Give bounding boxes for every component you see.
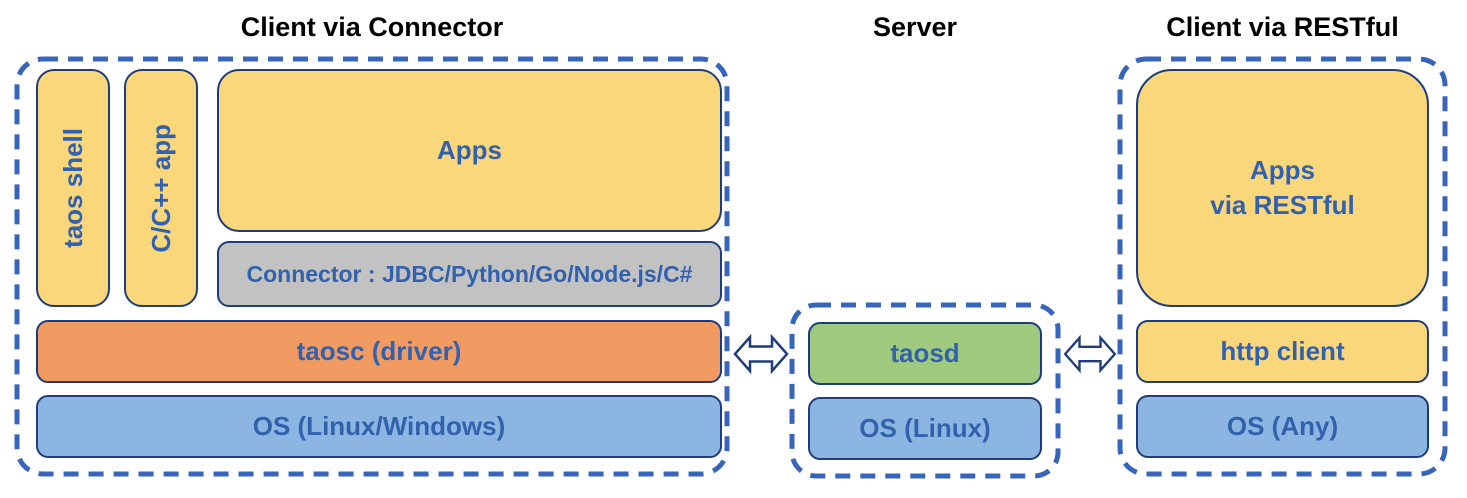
- box-http-client: http client: [1136, 320, 1429, 383]
- box-cpp-app-label: C/C++ app: [145, 123, 176, 253]
- box-apps: Apps: [217, 69, 722, 232]
- box-connector-label: Connector : JDBC/Python/Go/Node.js/C#: [246, 260, 693, 287]
- box-os-any-label: OS (Any): [1226, 411, 1339, 441]
- box-taosc-driver-label: taosc (driver): [296, 336, 462, 366]
- bidirectional-arrow-icon: [1063, 334, 1117, 374]
- box-apps-via-restful-label: Apps via RESTful: [1210, 154, 1355, 220]
- box-os-linux-label: OS (Linux): [859, 413, 991, 443]
- box-taosd-label: taosd: [890, 338, 960, 368]
- box-taos-shell: taos shell: [36, 69, 110, 307]
- box-os-linux: OS (Linux): [808, 397, 1042, 460]
- box-taos-shell-label: taos shell: [57, 128, 88, 248]
- client-restful-boundary: [1117, 56, 1448, 477]
- bidirectional-arrow-icon: [733, 333, 789, 375]
- box-taosd: taosd: [808, 322, 1042, 385]
- box-os-any: OS (Any): [1136, 395, 1429, 458]
- server-boundary: [789, 302, 1061, 479]
- box-os-linux-windows-label: OS (Linux/Windows): [252, 411, 506, 441]
- box-http-client-label: http client: [1220, 336, 1345, 366]
- box-connector: Connector : JDBC/Python/Go/Node.js/C#: [217, 241, 722, 307]
- box-cpp-app: C/C++ app: [124, 69, 198, 307]
- section-title-client-restful: Client via RESTful: [1166, 12, 1399, 42]
- client-connector-boundary: [14, 56, 730, 477]
- box-os-linux-windows: OS (Linux/Windows): [36, 395, 722, 458]
- section-title-client-connector: Client via Connector: [240, 12, 504, 42]
- box-apps-via-restful: Apps via RESTful: [1136, 69, 1429, 307]
- box-taosc-driver: taosc (driver): [36, 320, 722, 383]
- section-title-server: Server: [872, 12, 958, 42]
- box-apps-label: Apps: [437, 135, 502, 165]
